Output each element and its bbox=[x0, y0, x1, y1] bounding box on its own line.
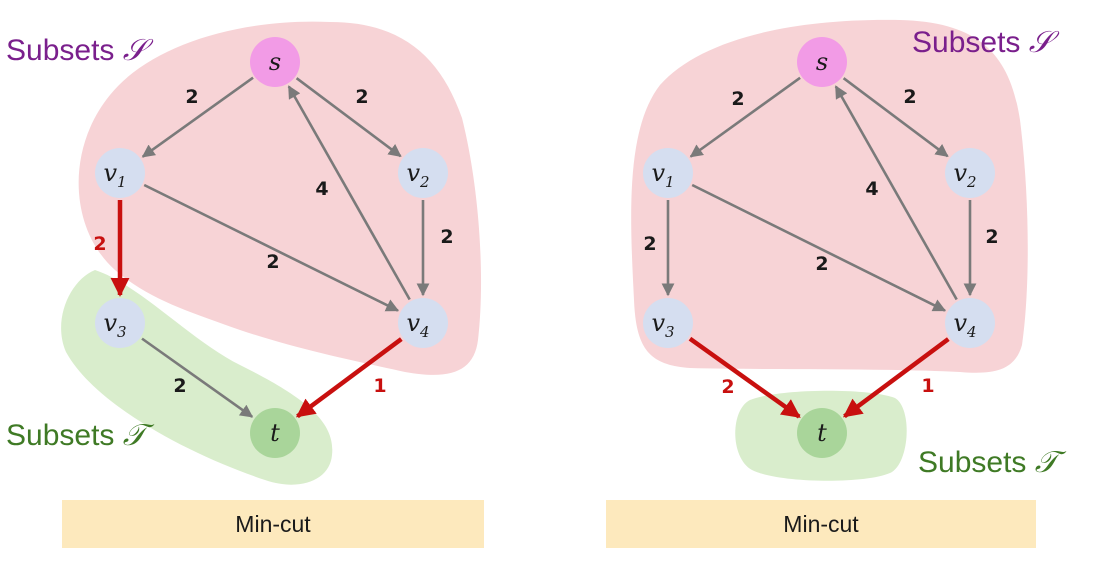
edge-weight-v4-t: 1 bbox=[921, 375, 934, 397]
node-s: s bbox=[797, 37, 847, 87]
edge-s-v2 bbox=[842, 77, 949, 158]
caption: Min-cut bbox=[783, 511, 859, 537]
node-v1-circle bbox=[95, 148, 145, 198]
node-v1: v1 bbox=[643, 148, 693, 198]
node-v4: v4 bbox=[398, 298, 448, 348]
node-v3-label: v3 bbox=[651, 309, 674, 341]
source-region bbox=[631, 19, 1028, 373]
node-s-circle bbox=[250, 37, 300, 87]
node-v3-circle bbox=[95, 298, 145, 348]
node-v2-circle bbox=[398, 148, 448, 198]
edge-v4-t bbox=[842, 337, 950, 419]
edge-v4-s bbox=[287, 85, 411, 301]
caption-box bbox=[62, 500, 484, 548]
sink-subset-label: Subsets 𝒯 bbox=[6, 418, 155, 453]
node-t-circle bbox=[250, 408, 300, 458]
node-v1: v1 bbox=[95, 148, 145, 198]
node-v4-circle bbox=[398, 298, 448, 348]
node-t-label: t bbox=[817, 419, 827, 447]
nodes: s v1 v2 v3 v4 t bbox=[643, 37, 995, 458]
edge-s-v1 bbox=[689, 76, 801, 158]
node-v3-label: v3 bbox=[103, 309, 126, 341]
edge-weight-s-v2: 2 bbox=[903, 86, 916, 108]
node-v2: v2 bbox=[398, 148, 448, 198]
edge-weight-v4-s: 4 bbox=[865, 178, 878, 200]
node-s-label: s bbox=[816, 48, 828, 76]
edge-v1-v4 bbox=[143, 183, 400, 312]
node-s: s bbox=[250, 37, 300, 87]
edge-s-v2 bbox=[295, 77, 402, 158]
node-v4-label: v4 bbox=[953, 309, 976, 341]
edge-weight-v1-v3: 2 bbox=[93, 233, 106, 255]
edge-weight-v1-v4: 2 bbox=[266, 251, 279, 273]
node-v2-label: v2 bbox=[406, 159, 429, 191]
edge-weight-v2-v4: 2 bbox=[985, 226, 998, 248]
nodes: s v1 v2 v3 v4 t bbox=[95, 37, 448, 458]
node-t: t bbox=[250, 408, 300, 458]
source-subset-label: Subsets 𝒮 bbox=[912, 25, 1060, 60]
edge-weight-v4-t: 1 bbox=[373, 375, 386, 397]
node-t-label: t bbox=[270, 419, 280, 447]
edge-weight-v3-t: 2 bbox=[173, 375, 186, 397]
edge-weight-s-v1: 2 bbox=[731, 88, 744, 110]
edge-s-v1 bbox=[141, 76, 254, 158]
node-v2-label: v2 bbox=[953, 159, 976, 191]
node-v2: v2 bbox=[945, 148, 995, 198]
node-v3: v3 bbox=[643, 298, 693, 348]
node-v1-label: v1 bbox=[651, 159, 674, 191]
edge-v4-t bbox=[295, 337, 403, 419]
edge-weight-v4-s: 4 bbox=[315, 178, 328, 200]
sink-subset-label: Subsets 𝒯 bbox=[918, 445, 1067, 480]
source-region bbox=[78, 21, 482, 375]
source-subset-label: Subsets 𝒮 bbox=[6, 33, 154, 68]
caption-box bbox=[606, 500, 1036, 548]
edge-v3-t bbox=[688, 336, 801, 419]
node-v3-circle bbox=[643, 298, 693, 348]
node-v1-label: v1 bbox=[103, 159, 126, 191]
node-s-label: s bbox=[269, 48, 281, 76]
caption: Min-cut bbox=[235, 511, 311, 537]
edge-v1-v4 bbox=[691, 183, 947, 312]
edge-weight-s-v1: 2 bbox=[185, 86, 198, 108]
edge-weight-v2-v4: 2 bbox=[440, 226, 453, 248]
node-v4: v4 bbox=[945, 298, 995, 348]
node-t: t bbox=[797, 408, 847, 458]
edge-weight-v1-v3: 2 bbox=[643, 233, 656, 255]
edge-v3-t bbox=[141, 337, 254, 418]
node-v1-circle bbox=[643, 148, 693, 198]
edge-v4-s bbox=[834, 85, 958, 301]
edge-weight-v3-t: 2 bbox=[721, 376, 734, 398]
node-v2-circle bbox=[945, 148, 995, 198]
edges: 2 2 4 2 2 2 2 1 bbox=[643, 76, 999, 419]
node-s-circle bbox=[797, 37, 847, 87]
node-v4-label: v4 bbox=[406, 309, 429, 341]
node-t-circle bbox=[797, 408, 847, 458]
edges: 2 2 4 2 2 2 2 1 bbox=[93, 76, 454, 419]
edge-weight-v1-v4: 2 bbox=[815, 253, 828, 275]
edge-weight-s-v2: 2 bbox=[355, 86, 368, 108]
node-v4-circle bbox=[945, 298, 995, 348]
node-v3: v3 bbox=[95, 298, 145, 348]
